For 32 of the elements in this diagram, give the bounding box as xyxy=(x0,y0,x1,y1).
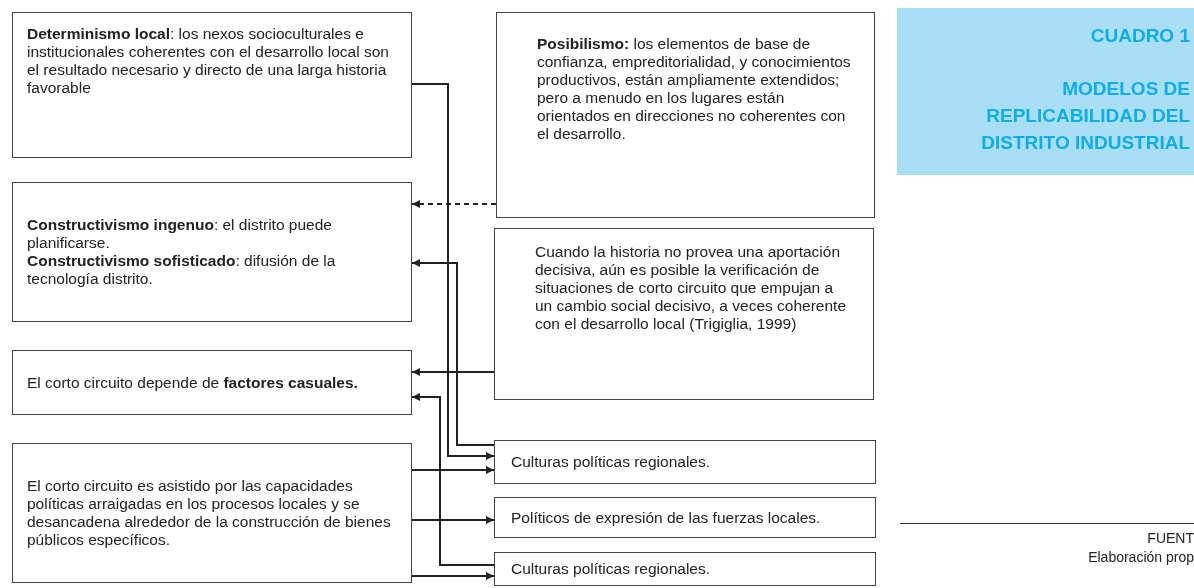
text-box xyxy=(12,350,412,415)
arrow xyxy=(411,572,495,580)
arrow xyxy=(411,200,497,208)
text-box xyxy=(12,443,412,583)
box-text: El corto circuito es asistido por las capacidades políticas arraigadas en los procesos locales y se desancadena alrededor de la construcción de bienes públicos específicos. xyxy=(27,477,392,549)
panel-heading: CUADRO 1 xyxy=(1089,24,1190,48)
text-box xyxy=(494,228,874,400)
panel-heading: MODELOS DE REPLICABILIDAD DEL DISTRITO INDUSTRIAL xyxy=(980,77,1190,155)
title-panel xyxy=(897,8,1194,175)
arrow xyxy=(411,259,495,446)
box-text: Constructivismo ingenuo: el distrito puede planificarse. xyxy=(27,216,333,252)
text-box xyxy=(494,497,876,538)
box-text: Culturas políticas regionales. xyxy=(511,453,712,471)
arrow xyxy=(411,516,495,524)
source-note: Elaboración prop xyxy=(1088,549,1194,565)
arrow xyxy=(411,368,495,376)
text-box xyxy=(496,12,875,218)
arrow xyxy=(411,393,495,566)
text-box xyxy=(12,12,412,158)
text-box xyxy=(494,552,876,586)
source-note: FUENT xyxy=(1147,530,1194,546)
box-text: Determinismo local: los nexos socioculturales e institucionales coherentes con el desarrollo local son el resultado necesario y directo de una larga historia favorable xyxy=(27,25,390,97)
arrow xyxy=(411,466,495,474)
box-text: Posibilismo: los elementos de base de confianza, empreditorialidad, y conocimientos productivos, están ampliamente extendidos; pero a menudo en los lugares están orientados en direcciones no coherentes con el desarrollo. xyxy=(537,35,852,143)
text-box xyxy=(494,440,876,484)
box-text: Cuando la historia no provea una aportación decisiva, aún es posible la verificación de situaciones de corto circuito que empujan a un cambio social decisivo, a veces coherente con el desarrollo local (Trigiglia, 1999) xyxy=(535,243,848,333)
text-box xyxy=(12,182,412,322)
box-text: Constructivismo sofisticado: difusión de la tecnología distrito. xyxy=(27,252,337,288)
box-text: Culturas políticas regionales. xyxy=(511,560,712,578)
box-text: El corto circuito depende de factores casuales. xyxy=(27,373,359,392)
arrow xyxy=(411,83,495,460)
box-text: Políticos de expresión de las fuerzas locales. xyxy=(511,508,822,527)
